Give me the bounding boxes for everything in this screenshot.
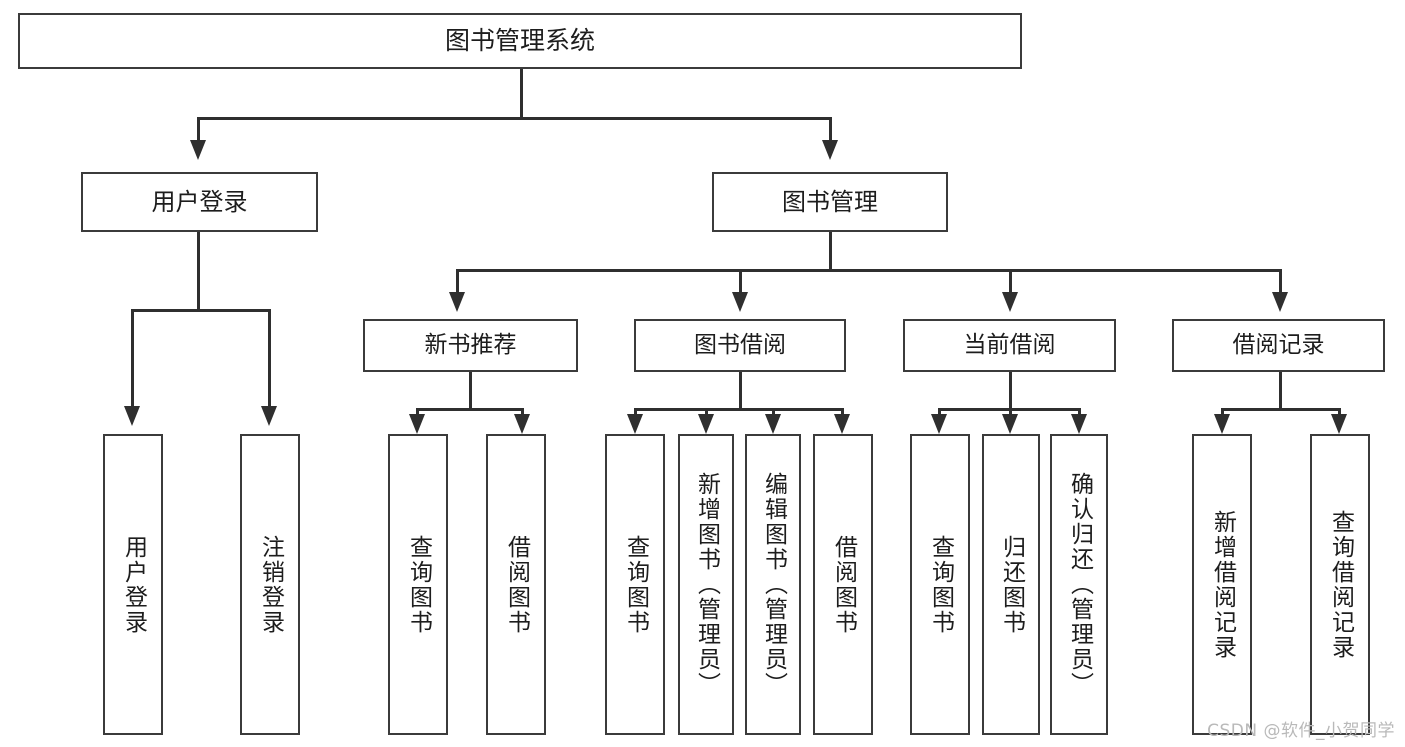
arrowhead-book-borrow <box>732 292 748 312</box>
connector-book-borrow-bar <box>634 408 844 411</box>
connector-current-borrow-stem <box>1009 372 1012 410</box>
leaf-label: 归还图书 <box>998 534 1025 635</box>
connector-book-management-stem <box>829 232 832 271</box>
leaf-label: 查询图书 <box>405 534 432 635</box>
arrowhead-bb-edit <box>765 414 781 434</box>
arrowhead-bb-borrow <box>834 414 850 434</box>
connector-root-stem <box>520 69 523 119</box>
leaf-label: 确认归还（管理员） <box>1066 472 1093 697</box>
leaf-label: 查询图书 <box>622 534 649 635</box>
leaf-logout[interactable]: 注销登录 <box>240 434 300 735</box>
arrowhead-borrow-record <box>1272 292 1288 312</box>
connector-drop-current-borrow <box>1009 269 1012 295</box>
arrowhead-leaf-user-login <box>124 406 140 426</box>
leaf-label: 借阅图书 <box>503 534 530 635</box>
leaf-new-book-query[interactable]: 查询图书 <box>388 434 448 735</box>
connector-drop-borrow-record <box>1279 269 1282 295</box>
node-new-book-recommend[interactable]: 新书推荐 <box>363 319 578 372</box>
leaf-label: 查询借阅记录 <box>1327 509 1354 660</box>
connector-drop-book-management <box>829 117 832 143</box>
arrowhead-br-query <box>1331 414 1347 434</box>
arrowhead-br-add <box>1214 414 1230 434</box>
leaf-label: 注销登录 <box>257 534 284 635</box>
leaf-label: 用户登录 <box>120 534 147 635</box>
node-label: 借阅记录 <box>1232 331 1325 358</box>
arrowhead-cb-return <box>1002 414 1018 434</box>
arrowhead-new-book <box>449 292 465 312</box>
leaf-label: 新增借阅记录 <box>1209 509 1236 660</box>
node-current-borrow[interactable]: 当前借阅 <box>903 319 1116 372</box>
connector-drop-book-borrow <box>739 269 742 295</box>
connector-drop-user-login <box>197 117 200 143</box>
connector-book-borrow-stem <box>739 372 742 410</box>
connector-user-login-bar <box>131 309 269 312</box>
leaf-book-borrow-query[interactable]: 查询图书 <box>605 434 665 735</box>
node-book-borrow[interactable]: 图书借阅 <box>634 319 846 372</box>
leaf-book-add-admin[interactable]: 新增图书（管理员） <box>678 434 734 735</box>
arrowhead-cb-query <box>931 414 947 434</box>
arrowhead-book-management <box>822 140 838 160</box>
leaf-book-borrow-action[interactable]: 借阅图书 <box>813 434 873 735</box>
node-user-login[interactable]: 用户登录 <box>81 172 318 232</box>
arrowhead-current-borrow <box>1002 292 1018 312</box>
leaf-label: 借阅图书 <box>830 534 857 635</box>
node-label: 用户登录 <box>151 187 248 216</box>
arrowhead-nb-query <box>409 414 425 434</box>
connector-level3-bar <box>456 269 1282 272</box>
leaf-new-book-borrow[interactable]: 借阅图书 <box>486 434 546 735</box>
connector-drop-leaf-logout <box>268 309 271 409</box>
node-borrow-record[interactable]: 借阅记录 <box>1172 319 1385 372</box>
leaf-user-login[interactable]: 用户登录 <box>103 434 163 735</box>
arrowhead-user-login <box>190 140 206 160</box>
leaf-current-borrow-query[interactable]: 查询图书 <box>910 434 970 735</box>
node-label: 图书借阅 <box>694 331 786 358</box>
connector-level2-bar <box>198 117 832 120</box>
leaf-add-borrow-record[interactable]: 新增借阅记录 <box>1192 434 1252 735</box>
connector-drop-new-book <box>456 269 459 295</box>
node-label: 新书推荐 <box>424 331 517 358</box>
leaf-book-edit-admin[interactable]: 编辑图书（管理员） <box>745 434 801 735</box>
connector-new-book-bar <box>416 408 524 411</box>
arrowhead-leaf-logout <box>261 406 277 426</box>
connector-new-book-stem <box>469 372 472 410</box>
leaf-label: 编辑图书（管理员） <box>760 472 787 697</box>
leaf-label: 新增图书（管理员） <box>693 472 720 697</box>
connector-borrow-record-bar <box>1221 408 1341 411</box>
leaf-return-book[interactable]: 归还图书 <box>982 434 1040 735</box>
leaf-label: 查询图书 <box>927 534 954 635</box>
node-label: 图书管理系统 <box>444 26 595 55</box>
connector-borrow-record-stem <box>1279 372 1282 410</box>
leaf-confirm-return-admin[interactable]: 确认归还（管理员） <box>1050 434 1108 735</box>
arrowhead-nb-borrow <box>514 414 530 434</box>
node-root-book-management-system[interactable]: 图书管理系统 <box>18 13 1022 69</box>
connector-user-login-stem <box>197 232 200 311</box>
leaf-query-borrow-record[interactable]: 查询借阅记录 <box>1310 434 1370 735</box>
arrowhead-bb-query <box>627 414 643 434</box>
node-label: 当前借阅 <box>963 331 1056 358</box>
arrowhead-bb-add <box>698 414 714 434</box>
node-label: 图书管理 <box>782 187 878 216</box>
node-book-management[interactable]: 图书管理 <box>712 172 948 232</box>
connector-drop-leaf-user-login <box>131 309 134 409</box>
arrowhead-cb-confirm <box>1071 414 1087 434</box>
